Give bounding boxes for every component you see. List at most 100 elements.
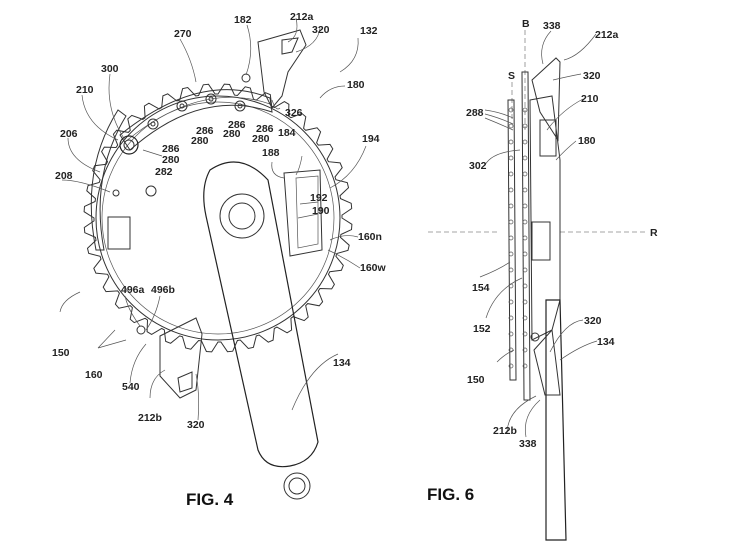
ref-label: 280 (252, 133, 270, 145)
fastener-496 (136, 325, 146, 335)
chainring-web (101, 101, 335, 335)
chain-link (522, 155, 528, 161)
chain-link (508, 123, 514, 129)
chain-link (508, 219, 514, 225)
ref-label: 190 (312, 205, 330, 217)
fig6-drawing: B 338 212a S 320 210 288 180 302 R 154 1… (427, 18, 658, 541)
ref-label: 152 (473, 323, 491, 335)
chain-link (508, 203, 514, 209)
chain-link (508, 171, 514, 177)
ref-label: 212b (138, 412, 162, 424)
ref-label: 154 (472, 282, 490, 294)
ref-label: 326 (285, 107, 303, 119)
ref-label: 280 (223, 128, 241, 140)
chain-link (508, 299, 514, 305)
ref-label: 134 (597, 336, 615, 348)
ref-label: 212b (493, 425, 517, 437)
chain-link (522, 251, 528, 257)
chain-link (508, 139, 514, 145)
ref-label: 208 (55, 170, 73, 182)
chain-link (508, 331, 514, 337)
chain-link (508, 267, 514, 273)
chain-link (508, 251, 514, 257)
fig4-leaders (59, 17, 367, 421)
chain-link (508, 235, 514, 241)
ref-label: 286 (196, 125, 214, 137)
chain-link (522, 299, 528, 305)
chain-link (522, 203, 528, 209)
lower-clip-side (533, 328, 561, 396)
chainring-tooth-profile (83, 83, 353, 353)
chain-link (508, 155, 514, 161)
figure-caption: FIG. 6 (427, 485, 474, 504)
chain-link (508, 363, 514, 369)
ref-label: 134 (333, 357, 351, 369)
fig6-labels: B 338 212a S 320 210 288 180 302 R 154 1… (427, 18, 658, 504)
ref-label: 160n (358, 231, 382, 243)
ref-label: 194 (362, 133, 380, 145)
ref-label: 212a (290, 11, 314, 23)
ref-label: 210 (76, 84, 94, 96)
ref-label: 150 (467, 374, 485, 386)
ref-label: 132 (360, 25, 378, 37)
chainring-inner-edge (95, 95, 341, 341)
chain-link (522, 187, 528, 193)
crank-arm-side (545, 299, 567, 541)
ref-label: 160w (360, 262, 387, 274)
upper-clip-side (531, 57, 561, 142)
upper-clip (257, 29, 307, 109)
ref-label: 320 (584, 315, 602, 327)
ref-label: 210 (581, 93, 599, 105)
ref-label: 320 (583, 70, 601, 82)
ref-label: 540 (122, 381, 140, 393)
ref-label: 280 (191, 135, 209, 147)
ref-label: 288 (466, 107, 484, 119)
chain-link (522, 315, 528, 321)
ref-label: 280 (162, 154, 180, 166)
ref-label: 150 (52, 347, 70, 359)
chainring-teeth (83, 83, 353, 353)
chain-link (508, 315, 514, 321)
ref-label: 184 (278, 127, 296, 139)
chain-link (522, 123, 528, 129)
ref-label: 286 (256, 123, 274, 135)
chain-link (508, 187, 514, 193)
lower-clip (159, 317, 203, 399)
axis-label: B (522, 18, 530, 30)
chain-link (522, 331, 528, 337)
ref-label: 188 (262, 147, 280, 159)
chain-link (508, 347, 514, 353)
pedal-eye (283, 472, 311, 500)
ref-label: 192 (310, 192, 328, 204)
chain-link (522, 267, 528, 273)
ref-label: 212a (595, 29, 619, 41)
left-guard (90, 109, 127, 251)
chain-link (522, 171, 528, 177)
ref-label: 180 (578, 135, 596, 147)
ref-label: 320 (187, 419, 205, 431)
sensor-housing (283, 169, 323, 257)
chain-link (522, 107, 528, 113)
battery-block (107, 216, 131, 250)
ref-label: 286 (228, 119, 246, 131)
chain-link (522, 363, 528, 369)
ref-label: 496b (151, 284, 175, 296)
ref-label: 180 (347, 79, 365, 91)
ref-label: 282 (155, 166, 173, 178)
chain-link (522, 219, 528, 225)
pivot-bearing (119, 135, 139, 155)
ref-label: 300 (101, 63, 119, 75)
ref-label: 496a (121, 284, 145, 296)
inner-chainring (521, 71, 531, 401)
spindle-flange (219, 193, 265, 239)
chain-link (522, 139, 528, 145)
chain-link (522, 347, 528, 353)
fig4-drawing: 182 212a 320 132 270 300 210 180 206 208… (52, 11, 387, 509)
ref-label: 206 (60, 128, 78, 140)
fig6-leaders (479, 30, 598, 438)
ref-label: 270 (174, 28, 192, 40)
ref-label: 182 (234, 14, 252, 26)
ref-label: 338 (543, 20, 561, 32)
chain-link (508, 107, 514, 113)
chain-link (522, 235, 528, 241)
